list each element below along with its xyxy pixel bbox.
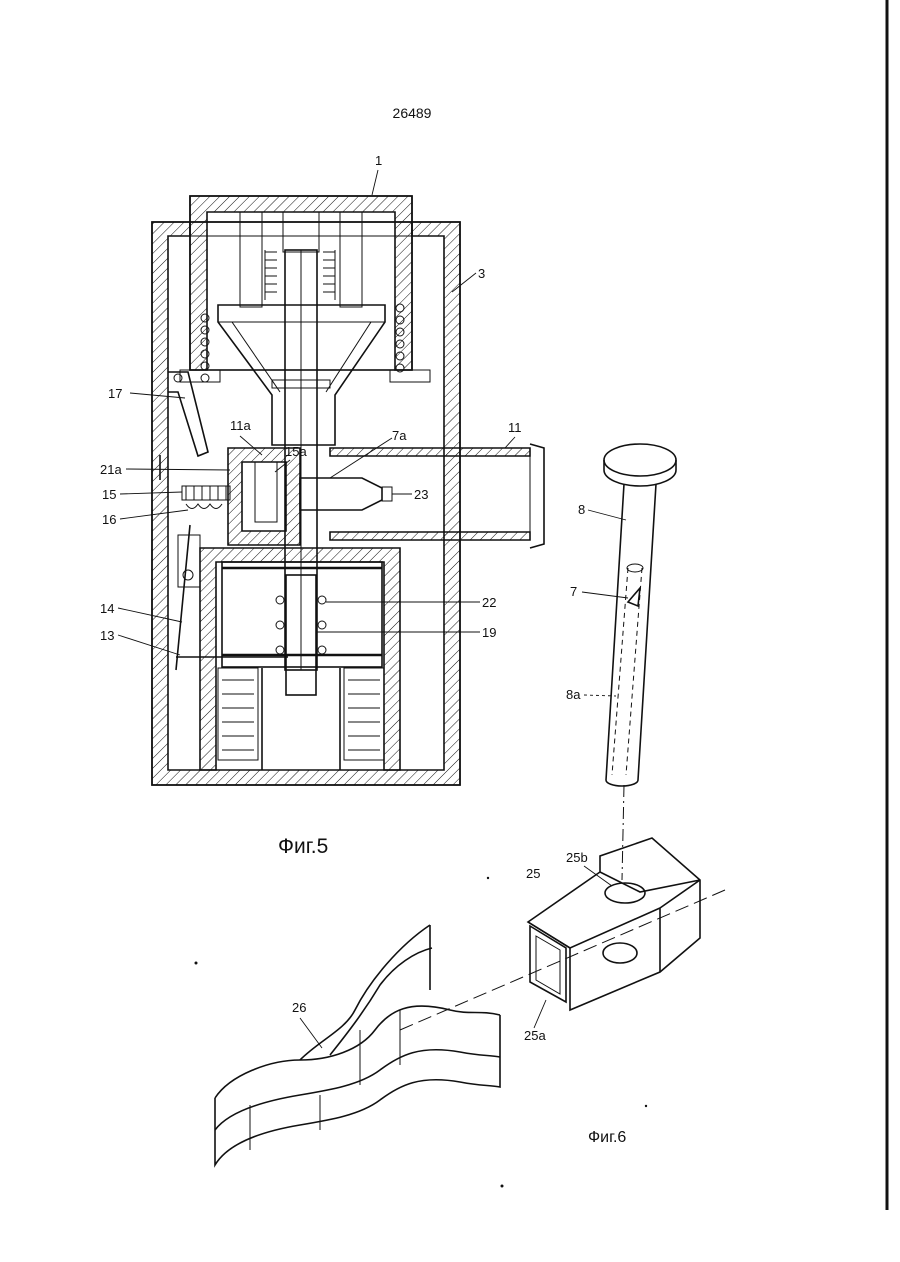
label-11a: 11a — [230, 418, 251, 433]
label-14: 14 — [100, 601, 114, 616]
top-spring — [265, 250, 335, 300]
ribbon-26 — [215, 925, 500, 1165]
label-22: 22 — [482, 595, 496, 610]
label-15: 15 — [102, 487, 116, 502]
tube-8 — [604, 444, 676, 786]
hole-25b — [605, 883, 645, 903]
label-7: 7 — [570, 584, 577, 599]
valve-chamber — [228, 448, 300, 545]
scan-dot — [195, 962, 198, 965]
label-25: 25 — [526, 866, 540, 881]
scan-dot — [487, 877, 489, 879]
label-15a: 15a — [285, 444, 307, 459]
dash-dot-axis — [622, 785, 624, 880]
label-26: 26 — [292, 1000, 306, 1015]
label-21a: 21a — [100, 462, 122, 477]
label-16: 16 — [102, 512, 116, 527]
label-19: 19 — [482, 625, 496, 640]
lower-housing — [200, 548, 400, 770]
lower-left-spring — [218, 668, 258, 760]
horizontal-spring — [182, 486, 230, 509]
figure-6-caption: Фиг.6 — [588, 1129, 626, 1146]
window-7 — [628, 588, 640, 606]
label-13: 13 — [100, 628, 114, 643]
page-number: 26489 — [393, 105, 432, 121]
label-25a: 25a — [524, 1028, 546, 1043]
lever-17 — [168, 372, 208, 456]
cone-valve — [300, 478, 382, 510]
connector-25 — [528, 838, 700, 1010]
label-11: 11 — [508, 420, 522, 435]
label-3: 3 — [478, 266, 485, 281]
label-8: 8 — [578, 502, 585, 517]
lower-right-spring — [344, 668, 384, 760]
scan-dot — [501, 1185, 504, 1188]
outlet-tube — [330, 448, 530, 540]
figure-5-caption: Фиг.5 — [278, 835, 328, 858]
label-8a: 8a — [566, 687, 581, 702]
label-25b: 25b — [566, 850, 588, 865]
label-1: 1 — [375, 153, 382, 168]
label-17: 17 — [108, 386, 122, 401]
opening-25a — [530, 926, 566, 1002]
label-7a: 7a — [392, 428, 407, 443]
label-23: 23 — [414, 487, 428, 502]
scan-dot — [645, 1105, 647, 1107]
figure-5-drawing — [152, 196, 544, 785]
